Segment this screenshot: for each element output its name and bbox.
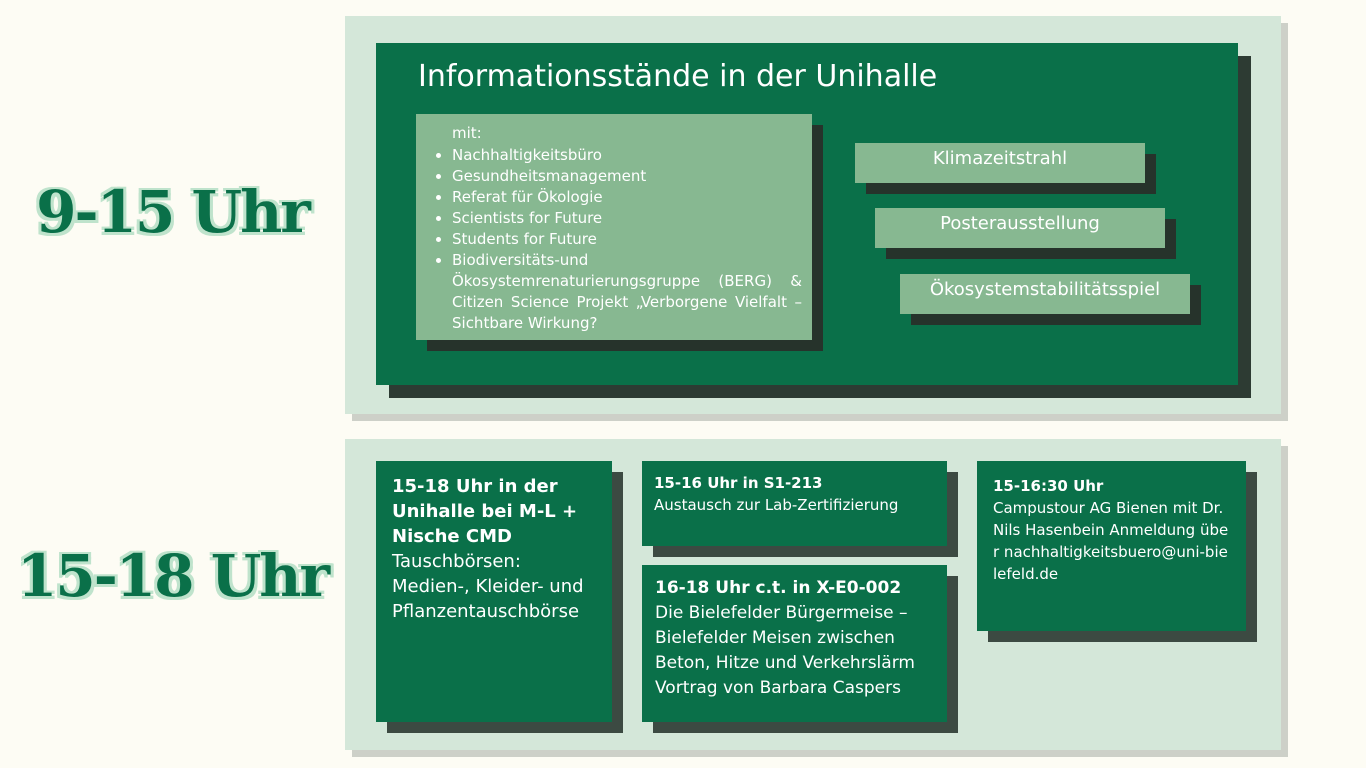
event-body: Austausch zur Lab-Zertifizierung — [654, 496, 899, 514]
event-box-tauschboersen: 15-18 Uhr in der Unihalle bei M-L + Nisc… — [376, 461, 612, 722]
list-item: Referat für Ökologie — [452, 187, 802, 208]
list-item: Students for Future — [452, 229, 802, 250]
tag-klimazeitstrahl: Klimazeitstrahl — [855, 143, 1145, 183]
event-body: Campustour AG Bienen mit Dr. Nils Hasenb… — [993, 499, 1229, 583]
participants-box: mit: Nachhaltigkeitsbüro Gesundheitsmana… — [416, 114, 812, 340]
event-box-campustour: 15-16:30 Uhr Campustour AG Bienen mit Dr… — [977, 461, 1246, 631]
event-heading: 15-16:30 Uhr — [993, 477, 1104, 495]
tag-oekosystemstabilitaetsspiel: Ökosystemstabilitätsspiel — [900, 274, 1190, 314]
time-label-morning: 9-15 Uhr — [36, 178, 311, 246]
list-item: Nachhaltigkeitsbüro — [452, 145, 802, 166]
event-body: Tauschbörsen: Medien-, Kleider- und Pfla… — [392, 551, 584, 622]
event-box-lab-zertifizierung: 15-16 Uhr in S1-213 Austausch zur Lab-Ze… — [642, 461, 947, 546]
event-heading: 15-18 Uhr in der Unihalle bei M-L + Nisc… — [392, 476, 578, 547]
participants-intro: mit: — [452, 124, 482, 142]
list-item: Gesundheitsmanagement — [452, 166, 802, 187]
participants-list: Nachhaltigkeitsbüro Gesundheitsmanagemen… — [432, 145, 802, 334]
info-stands-card: Informationsstände in der Unihalle mit: … — [376, 43, 1238, 385]
event-body: Die Bielefelder Bürgermeise – Bielefelde… — [655, 603, 915, 698]
list-item: Scientists for Future — [452, 208, 802, 229]
event-heading: 15-16 Uhr in S1-213 — [654, 474, 823, 492]
event-box-vortrag: 16-18 Uhr c.t. in X-E0-002 Die Bielefeld… — [642, 565, 947, 722]
afternoon-panel: 15-18 Uhr in der Unihalle bei M-L + Nisc… — [345, 439, 1281, 750]
list-item: Biodiversitäts-und Ökosystemrenaturierun… — [452, 250, 802, 334]
time-label-afternoon: 15-18 Uhr — [17, 542, 330, 610]
morning-panel: Informationsstände in der Unihalle mit: … — [345, 16, 1281, 414]
event-heading: 16-18 Uhr c.t. in X-E0-002 — [655, 578, 902, 598]
tag-posterausstellung: Posterausstellung — [875, 208, 1165, 248]
info-stands-title: Informationsstände in der Unihalle — [418, 59, 938, 94]
